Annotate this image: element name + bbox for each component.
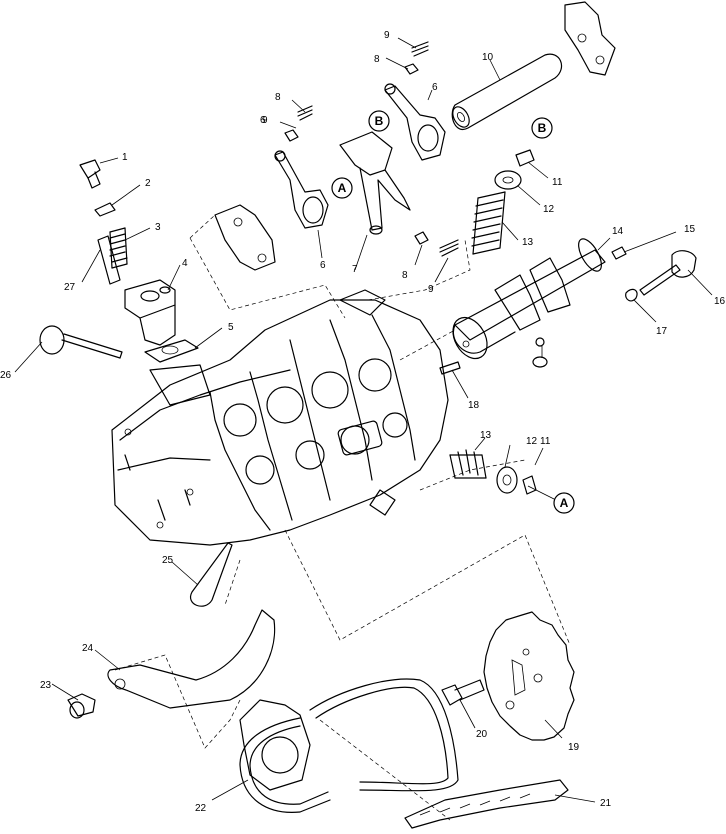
callout-5: 5 [228, 322, 234, 333]
callout-12a: 12 [543, 204, 555, 215]
exhaust-valve [189, 542, 233, 607]
locknut-left [284, 129, 299, 142]
callout-19: 19 [568, 742, 580, 753]
tensioner-assembly [124, 279, 176, 346]
valve-spring-upper [471, 191, 506, 255]
callout-8a: 8 [402, 270, 408, 281]
rocker-shaft [451, 53, 563, 131]
callout-3: 3 [155, 222, 161, 233]
dowel-pin [439, 361, 461, 375]
callout-8b: 8 [275, 92, 281, 103]
spring-retainer-lower [496, 466, 518, 494]
callout-6a: 6 [320, 260, 326, 271]
ref-letter-b-2: B [531, 117, 553, 139]
adjuster-screw-center [439, 239, 459, 257]
valve-spring-lower [449, 449, 487, 479]
callout-2: 2 [145, 178, 151, 189]
sprocket-bolt [441, 679, 485, 706]
callout-9b: 9 [262, 115, 268, 126]
callout-13b: 13 [480, 430, 492, 441]
svg-text:B: B [538, 121, 547, 135]
callout-26: 26 [0, 370, 12, 381]
adjuster-screw-left [297, 105, 313, 121]
cam-pin [611, 246, 627, 260]
svg-text:A: A [338, 181, 347, 195]
valve-keeper-lower [522, 475, 537, 495]
spring-retainer-upper [494, 170, 522, 190]
tensioner-gasket [144, 339, 199, 363]
leader-lines [14, 37, 713, 803]
chain-guide-rear [107, 609, 276, 709]
callout-21: 21 [600, 798, 612, 809]
cylinder-head [111, 289, 449, 546]
decompression-shaft [639, 250, 697, 296]
callout-17: 17 [656, 326, 668, 337]
callout-8c: 8 [374, 54, 380, 65]
camshaft [452, 238, 606, 368]
callout-18: 18 [468, 400, 480, 411]
callout-15: 15 [684, 224, 696, 235]
callout-9c: 9 [384, 30, 390, 41]
ref-letter-a-1: A [331, 177, 353, 199]
callout-7: 7 [352, 264, 358, 275]
callout-27: 27 [64, 282, 76, 293]
intake-valve [39, 325, 123, 359]
svg-text:A: A [560, 496, 569, 510]
callout-25: 25 [162, 555, 174, 566]
rocker-arm-left [274, 150, 329, 229]
callout-4: 4 [182, 258, 188, 269]
valve-keeper-upper [515, 149, 535, 167]
assembly-outlines [114, 214, 571, 821]
tensioner-washer [94, 202, 116, 217]
callout-16: 16 [714, 296, 726, 307]
tensioner-bolt [79, 159, 101, 189]
callout-12b: 12 [526, 436, 538, 447]
callout-20: 20 [476, 729, 488, 740]
ref-letter-b-1: B [368, 110, 390, 132]
chain-guide-front [404, 779, 569, 829]
locknut-center [414, 231, 429, 245]
decompression-spring [625, 288, 638, 302]
tensioner-plunger [97, 235, 121, 285]
callout-13a: 13 [522, 237, 534, 248]
tensioner-spring [109, 227, 128, 269]
callout-14: 14 [612, 226, 624, 237]
callout-11a: 11 [552, 177, 563, 188]
ref-letter-a-2: A [553, 492, 575, 514]
rocker-support-top [564, 1, 616, 76]
rocker-arm-right [384, 83, 446, 161]
callout-22: 22 [195, 803, 207, 814]
adjuster-screw-top [411, 41, 429, 57]
rocker-support-left [214, 204, 276, 271]
cam-sprocket [483, 611, 575, 741]
callout-1: 1 [122, 152, 128, 163]
svg-text:B: B [375, 114, 384, 128]
callout-6c: 6 [432, 82, 438, 93]
chain-guide-bolt [67, 693, 96, 719]
callout-23: 23 [40, 680, 52, 691]
callout-11b: 11 [540, 436, 551, 447]
callout-10: 10 [482, 52, 494, 63]
callout-24: 24 [82, 643, 94, 654]
callout-6b: 6 [260, 115, 266, 126]
callout-9a: 9 [428, 284, 434, 295]
cam-chain [239, 678, 459, 813]
rocker-arm-center [339, 131, 411, 235]
locknut-top [404, 63, 419, 75]
callout-numbers: 1 2 3 4 5 6 6 6 7 8 8 8 9 9 9 10 11 11 1… [0, 30, 726, 814]
